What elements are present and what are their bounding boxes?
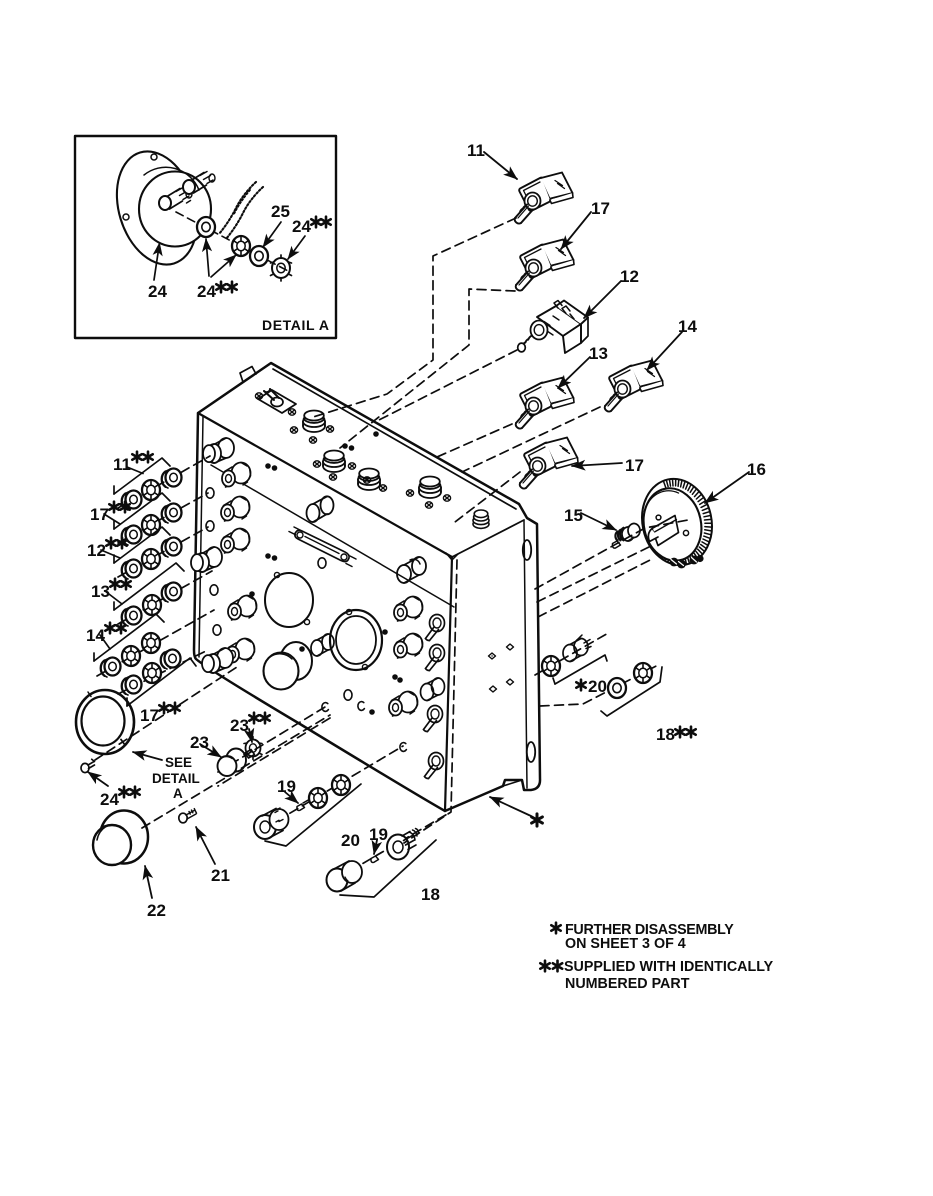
svg-text:25: 25: [271, 202, 290, 221]
svg-text:18: 18: [421, 885, 440, 904]
svg-text:DETAIL: DETAIL: [152, 771, 200, 786]
svg-text:18: 18: [656, 725, 675, 744]
svg-text:19: 19: [277, 777, 296, 796]
svg-text:17: 17: [591, 199, 610, 218]
svg-text:15: 15: [564, 506, 583, 525]
svg-text:FURTHER DISASSEMBLY: FURTHER DISASSEMBLY: [565, 922, 734, 938]
svg-text:24: 24: [292, 217, 311, 236]
svg-text:20: 20: [341, 831, 360, 850]
svg-text:13: 13: [91, 582, 110, 601]
svg-text:A: A: [173, 786, 183, 801]
svg-text:14: 14: [86, 626, 105, 645]
svg-text:12: 12: [87, 541, 106, 560]
svg-text:NUMBERED PART: NUMBERED PART: [565, 976, 690, 992]
svg-text:DETAIL A: DETAIL A: [262, 317, 330, 333]
svg-text:20: 20: [588, 677, 607, 696]
svg-text:11: 11: [113, 455, 131, 474]
svg-text:SEE: SEE: [165, 755, 192, 770]
svg-text:19: 19: [369, 825, 388, 844]
svg-text:13: 13: [589, 344, 608, 363]
svg-text:11: 11: [467, 141, 485, 160]
svg-text:24: 24: [148, 282, 167, 301]
svg-text:23: 23: [230, 716, 249, 735]
svg-text:24: 24: [100, 790, 119, 809]
svg-text:24: 24: [197, 282, 216, 301]
svg-text:17: 17: [140, 706, 159, 725]
svg-text:12: 12: [620, 267, 639, 286]
svg-text:SUPPLIED WITH IDENTICALLY: SUPPLIED WITH IDENTICALLY: [564, 959, 774, 975]
svg-text:17: 17: [625, 456, 644, 475]
svg-text:17: 17: [90, 505, 109, 524]
svg-text:ON SHEET 3 OF 4: ON SHEET 3 OF 4: [565, 936, 686, 952]
svg-text:22: 22: [147, 901, 166, 920]
svg-text:16: 16: [747, 460, 766, 479]
svg-text:14: 14: [678, 317, 697, 336]
svg-text:23: 23: [190, 733, 209, 752]
svg-text:21: 21: [211, 866, 230, 885]
